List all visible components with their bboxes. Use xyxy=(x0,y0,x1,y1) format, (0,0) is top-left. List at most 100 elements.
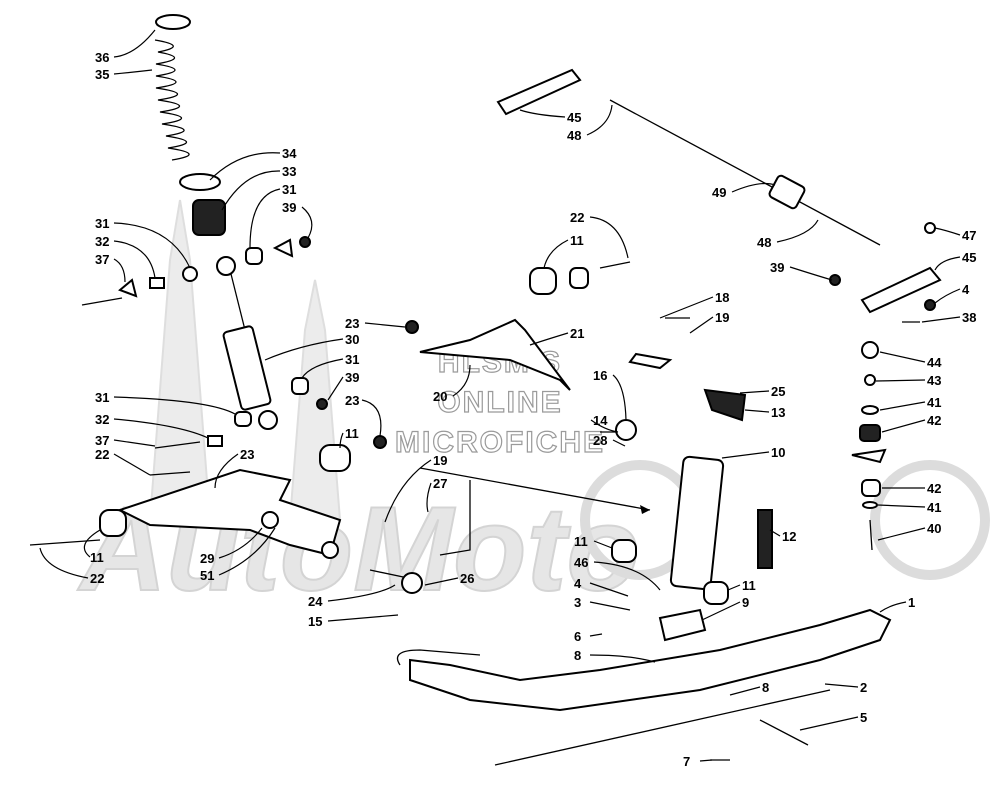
callout-37a: 37 xyxy=(95,252,109,267)
callout-43: 43 xyxy=(927,373,941,388)
callout-31d: 31 xyxy=(95,390,109,405)
steering-arm-upper xyxy=(496,68,582,116)
shock-eye-bottom xyxy=(258,410,278,430)
callout-26: 26 xyxy=(460,571,474,586)
upper-arm-frame xyxy=(419,318,571,391)
callout-1: 1 xyxy=(908,595,915,610)
ski-saddle xyxy=(658,608,707,642)
callout-21: 21 xyxy=(570,326,584,341)
steering-arm-lower xyxy=(860,266,942,314)
callout-31c: 31 xyxy=(345,352,359,367)
callout-18: 18 xyxy=(715,290,729,305)
callout-41a: 41 xyxy=(927,395,941,410)
shock-hardware xyxy=(81,236,328,449)
a-arm-frame xyxy=(117,468,342,557)
spindle-housing xyxy=(669,455,725,591)
shock-eye-top xyxy=(216,256,236,276)
handle xyxy=(703,388,747,422)
watermark-line-3: MICROFICHE xyxy=(395,426,605,459)
callout-44: 44 xyxy=(927,355,942,370)
callout-9: 9 xyxy=(742,595,749,610)
callout-22b: 22 xyxy=(90,571,104,586)
callout-2: 2 xyxy=(860,680,867,695)
callout-11a: 11 xyxy=(345,426,359,441)
spring-cap xyxy=(155,14,191,30)
callout-38: 38 xyxy=(962,310,976,325)
callout-48a: 48 xyxy=(567,128,581,143)
callout-5: 5 xyxy=(860,710,867,725)
spindle-stack xyxy=(851,341,887,551)
callout-6: 6 xyxy=(574,629,581,644)
callout-49: 49 xyxy=(712,185,726,200)
callout-27: 27 xyxy=(433,476,447,491)
ski xyxy=(396,608,892,766)
watermark-wheel-right xyxy=(870,460,990,580)
spring-adjuster xyxy=(192,199,226,236)
callout-34: 34 xyxy=(282,146,297,161)
callout-4b: 4 xyxy=(574,576,582,591)
callout-13: 13 xyxy=(771,405,785,420)
callout-42a: 42 xyxy=(927,413,941,428)
callout-32b: 32 xyxy=(95,412,109,427)
callout-35: 35 xyxy=(95,67,109,82)
spindle-post xyxy=(611,317,773,605)
callout-37b: 37 xyxy=(95,433,109,448)
callout-47: 47 xyxy=(962,228,976,243)
ski-wear-bar xyxy=(494,689,831,766)
callout-45a: 45 xyxy=(567,110,581,125)
ski-loop xyxy=(396,649,481,666)
spring-coils xyxy=(154,39,190,161)
callout-11e: 11 xyxy=(742,578,756,593)
callout-16: 16 xyxy=(593,368,607,383)
callout-23a: 23 xyxy=(345,393,359,408)
callout-22c: 22 xyxy=(570,210,584,225)
watermark-tower xyxy=(149,199,211,521)
callout-23c: 23 xyxy=(345,316,359,331)
callout-24: 24 xyxy=(308,594,323,609)
callout-11d: 11 xyxy=(574,534,588,549)
callout-8a: 8 xyxy=(574,648,581,663)
callout-22a: 22 xyxy=(95,447,109,462)
watermark-tower xyxy=(289,279,341,521)
callout-45b: 45 xyxy=(962,250,976,265)
callout-40: 40 xyxy=(927,521,941,536)
callout-31b: 31 xyxy=(95,216,109,231)
callout-28: 28 xyxy=(593,433,607,448)
spring-pad xyxy=(757,509,773,569)
parts xyxy=(29,14,942,766)
ski-body xyxy=(409,608,892,712)
callout-19b: 19 xyxy=(433,453,447,468)
callouts: 36 35 34 33 31 39 31 32 37 30 31 39 31 3… xyxy=(39,29,976,769)
shock-absorber xyxy=(216,256,278,430)
callout-51: 51 xyxy=(200,568,214,583)
callout-33: 33 xyxy=(282,164,296,179)
spring-seat xyxy=(179,173,221,191)
callout-36: 36 xyxy=(95,50,109,65)
callout-23b: 23 xyxy=(240,447,254,462)
lower-a-arm xyxy=(29,435,423,594)
callout-8b: 8 xyxy=(762,680,769,695)
stabilizer-bar xyxy=(419,467,651,556)
callout-39b: 39 xyxy=(345,370,359,385)
callout-31a: 31 xyxy=(282,182,296,197)
callout-12: 12 xyxy=(782,529,796,544)
callout-7: 7 xyxy=(683,754,690,769)
callout-41b: 41 xyxy=(927,500,941,515)
callout-32a: 32 xyxy=(95,234,109,249)
callout-29: 29 xyxy=(200,551,214,566)
callout-3: 3 xyxy=(574,595,581,610)
callout-48b: 48 xyxy=(757,235,771,250)
callout-25: 25 xyxy=(771,384,785,399)
tie-rod xyxy=(496,68,942,323)
shock-body xyxy=(222,325,272,411)
callout-4a: 4 xyxy=(962,282,970,297)
callout-39a: 39 xyxy=(282,200,296,215)
watermark-line-2: ONLINE xyxy=(437,386,562,419)
callout-46: 46 xyxy=(574,555,588,570)
callout-19a: 19 xyxy=(715,310,729,325)
callout-11b: 11 xyxy=(90,550,104,565)
callout-15: 15 xyxy=(308,614,322,629)
coil-spring xyxy=(154,14,226,236)
callout-42b: 42 xyxy=(927,481,941,496)
callout-20: 20 xyxy=(433,389,447,404)
